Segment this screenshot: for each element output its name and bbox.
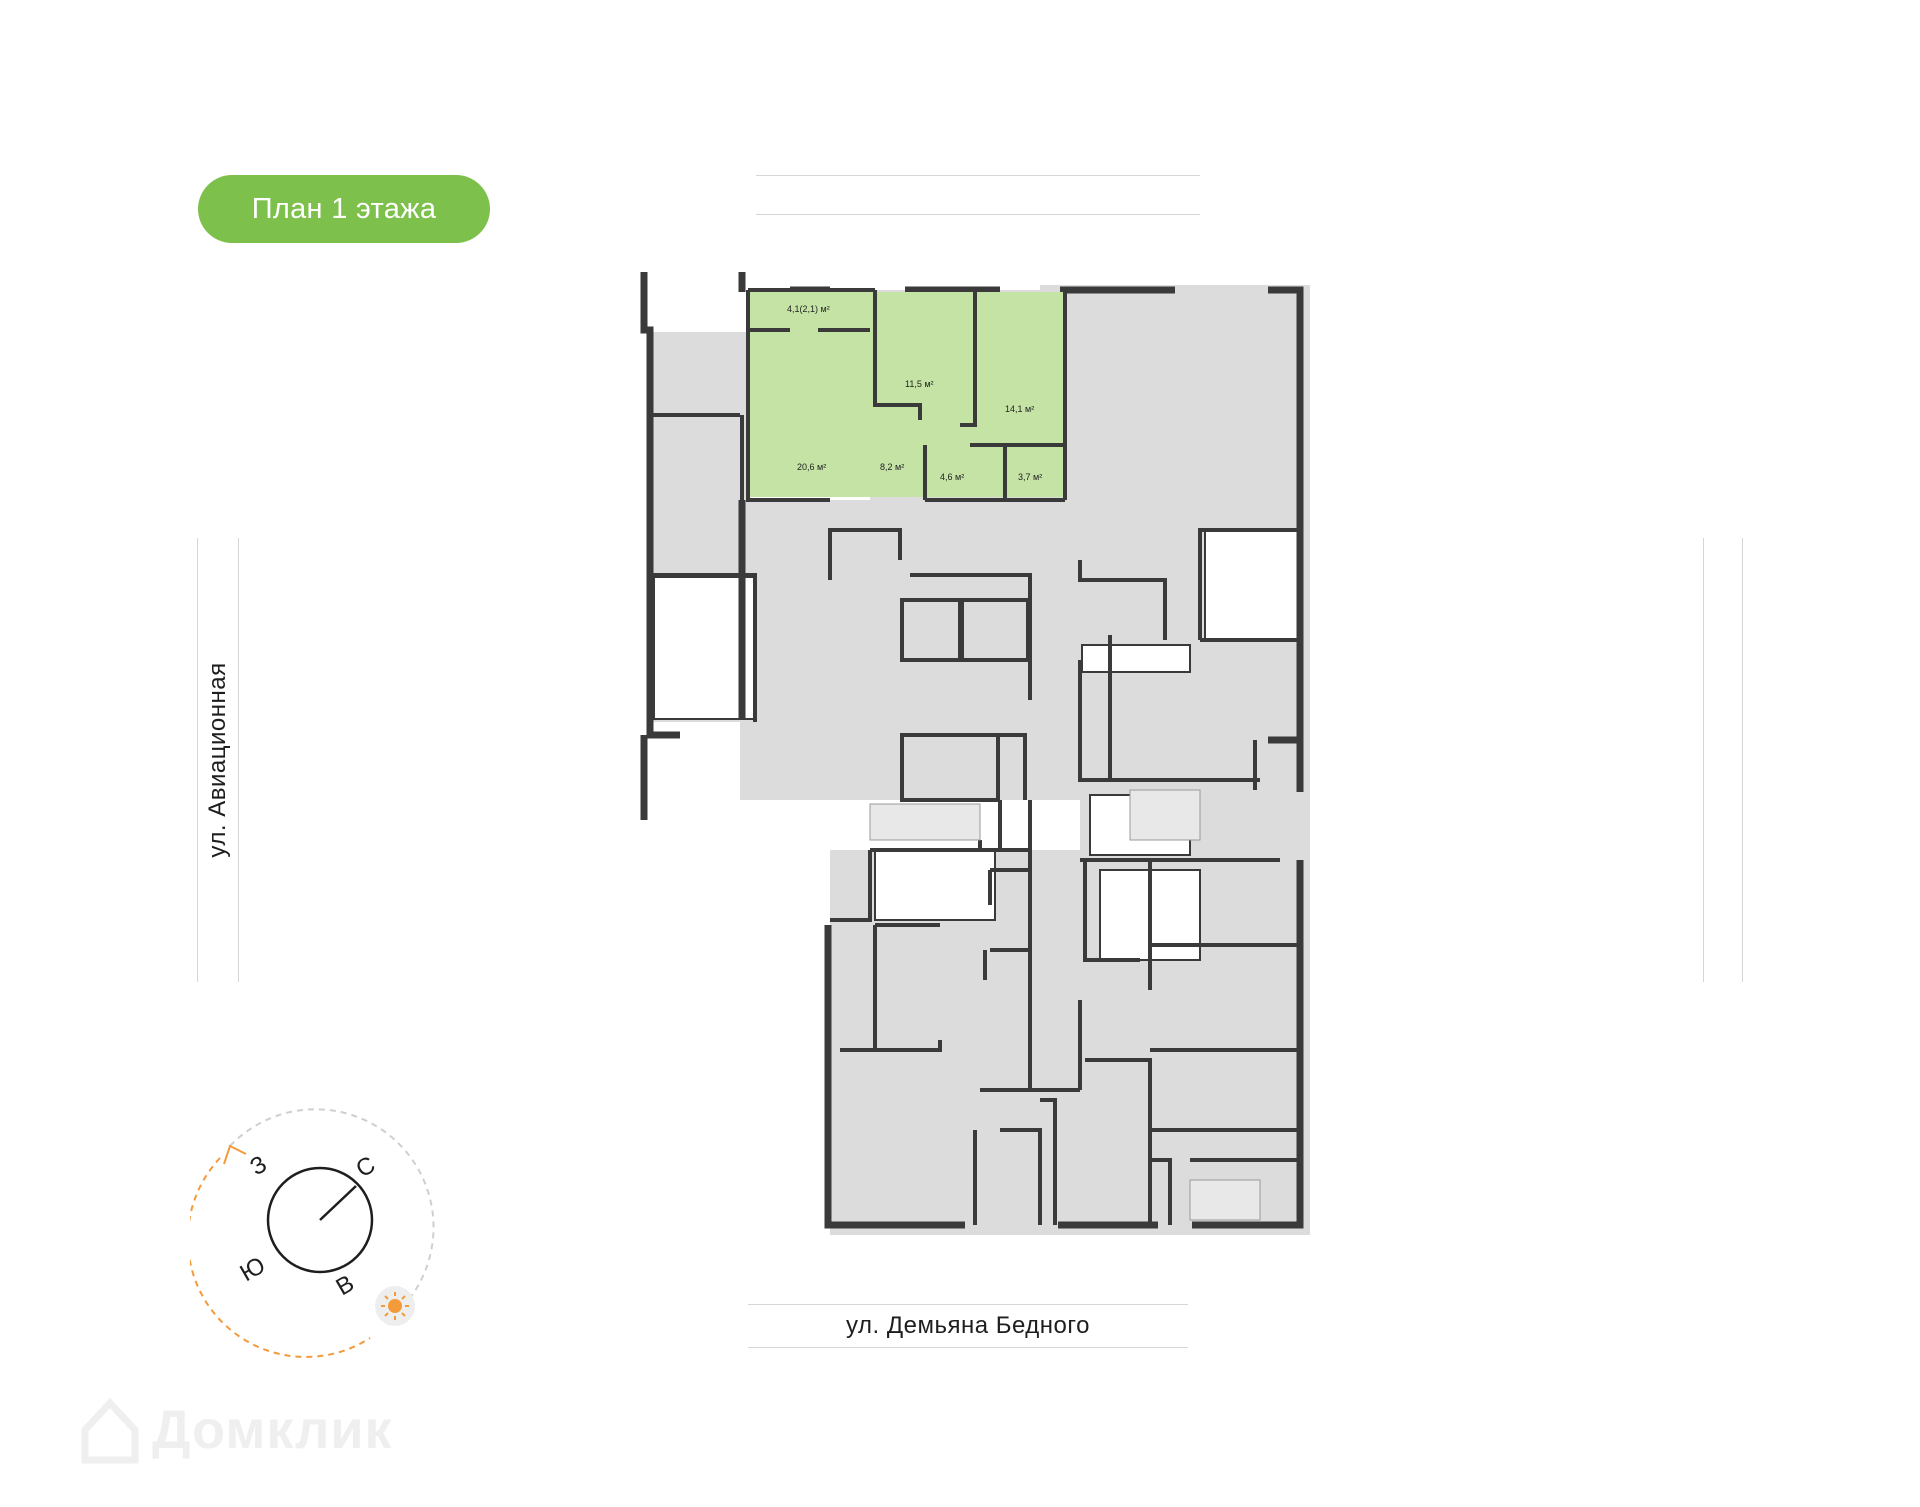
room-label-kitchen-living: 20,6 м² [797,462,826,472]
room-label-hall: 8,2 м² [880,462,904,472]
room-label-bathroom: 4,6 м² [940,472,964,482]
watermark-text: Домклик [152,1400,393,1460]
room-label-wc: 3,7 м² [1018,472,1042,482]
compass-north-label: С [352,1151,381,1183]
domclick-logo: Домклик [80,1390,393,1470]
house-icon [81,1397,139,1464]
highlighted-apartment: 4,1(2,1) м² 11,5 м² 14,1 м² 20,6 м² 8,2 … [746,288,1067,502]
top-street-line [756,214,1200,215]
inner-walls [650,413,1300,1225]
stairs [869,789,1261,1221]
compass-south-label: Ю [236,1252,271,1288]
right-street-line [1742,538,1743,982]
floor-plan-title: План 1 этажа [198,175,490,243]
street-label-bottom: ул. Демьяна Бедного [748,1304,1188,1348]
room-label-bedroom1: 11,5 м² [905,379,934,389]
top-street-line [756,175,1200,176]
room-label-bedroom2: 14,1 м² [1005,404,1034,414]
room-label-balcony: 4,1(2,1) м² [787,304,830,314]
outer-walls [640,272,1304,1229]
sun-icon [375,1286,415,1326]
compass-east-label: В [332,1270,359,1301]
right-street-line [1703,538,1704,982]
arrow-icon [223,1144,247,1165]
compass: С З Ю В [190,1108,435,1358]
compass-west-label: З [246,1151,272,1182]
street-label-left: ул. Авиационная [197,538,239,982]
